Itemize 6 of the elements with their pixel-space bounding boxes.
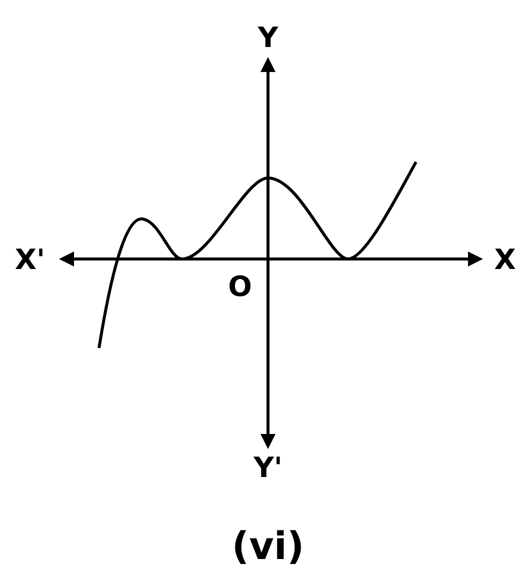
axis-label: X' <box>14 246 46 274</box>
axis-label: X <box>494 246 516 274</box>
axis-label: Y <box>258 24 278 52</box>
axis-label: O <box>228 273 252 301</box>
axis-label: Y' <box>254 454 282 482</box>
caption: (vi) <box>232 527 304 565</box>
